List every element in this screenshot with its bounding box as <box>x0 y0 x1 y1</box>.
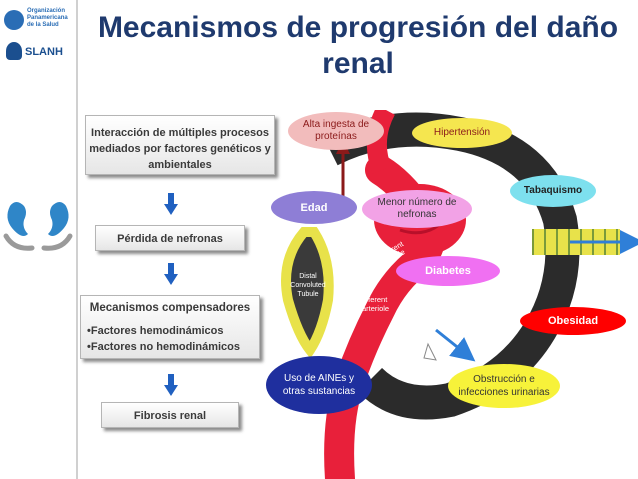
down-arrow-icon <box>164 263 178 285</box>
compensadores-item: •Factores hemodinámicos <box>87 325 224 337</box>
opas-logo: Organización Panamericana de la Salud <box>4 8 74 36</box>
down-arrow-icon <box>164 193 178 215</box>
slanh-logo: SLANH <box>6 42 72 62</box>
filtrate-arrow <box>435 328 476 362</box>
factor-nefronas: Menor número de nefronas <box>362 190 472 228</box>
kidney-hands-icon <box>3 202 73 251</box>
slanh-mark-icon <box>6 42 22 60</box>
compensadores-item: •Factores no hemodinámicos <box>87 341 240 353</box>
factor-diabetes: Diabetes <box>396 256 500 286</box>
white-pointer-icon <box>423 342 437 361</box>
stripe-divider <box>76 0 78 479</box>
opas-logo-text: Organización Panamericana de la Salud <box>27 8 68 28</box>
box-fibrosis-renal: Fibrosis renal <box>101 402 239 428</box>
label-afferent: afferent <box>362 295 388 304</box>
slanh-logo-text: SLANH <box>25 46 63 58</box>
label-arteriole: arteriole <box>362 304 389 313</box>
nephron-illustration: Distal Convoluted Tubule afferent arteri… <box>281 110 638 479</box>
box-interaccion: Interacción de múltiples procesos mediad… <box>85 115 275 175</box>
globe-icon <box>4 10 24 30</box>
factor-obesidad: Obesidad <box>520 307 626 335</box>
factor-proteinas: Alta ingesta de proteínas <box>288 112 384 150</box>
compensadores-title: Mecanismos compensadores <box>89 302 251 314</box>
box-perdida-nefronas: Pérdida de nefronas <box>95 225 245 251</box>
factor-hipertension: Hipertensión <box>412 118 512 148</box>
box-mecanismos-compensadores: Mecanismos compensadores •Factores hemod… <box>80 295 260 359</box>
label-tubule: Tubule <box>297 291 318 298</box>
down-arrow-icon <box>164 374 178 396</box>
factor-obstruccion: Obstrucción e infecciones urinarias <box>448 364 560 408</box>
page-title: Mecanismos de progresión del daño renal <box>97 11 619 80</box>
factor-aines: Uso de AINEs y otras sustancias <box>266 356 372 414</box>
label-convoluted: Convoluted <box>290 282 326 289</box>
factor-tabaquismo: Tabaquismo <box>510 175 596 207</box>
left-sidebar: Organización Panamericana de la Salud SL… <box>0 0 78 479</box>
factor-edad: Edad <box>271 191 357 224</box>
label-distal: Distal <box>299 273 317 280</box>
distal-convoluted-tubule <box>281 227 334 359</box>
